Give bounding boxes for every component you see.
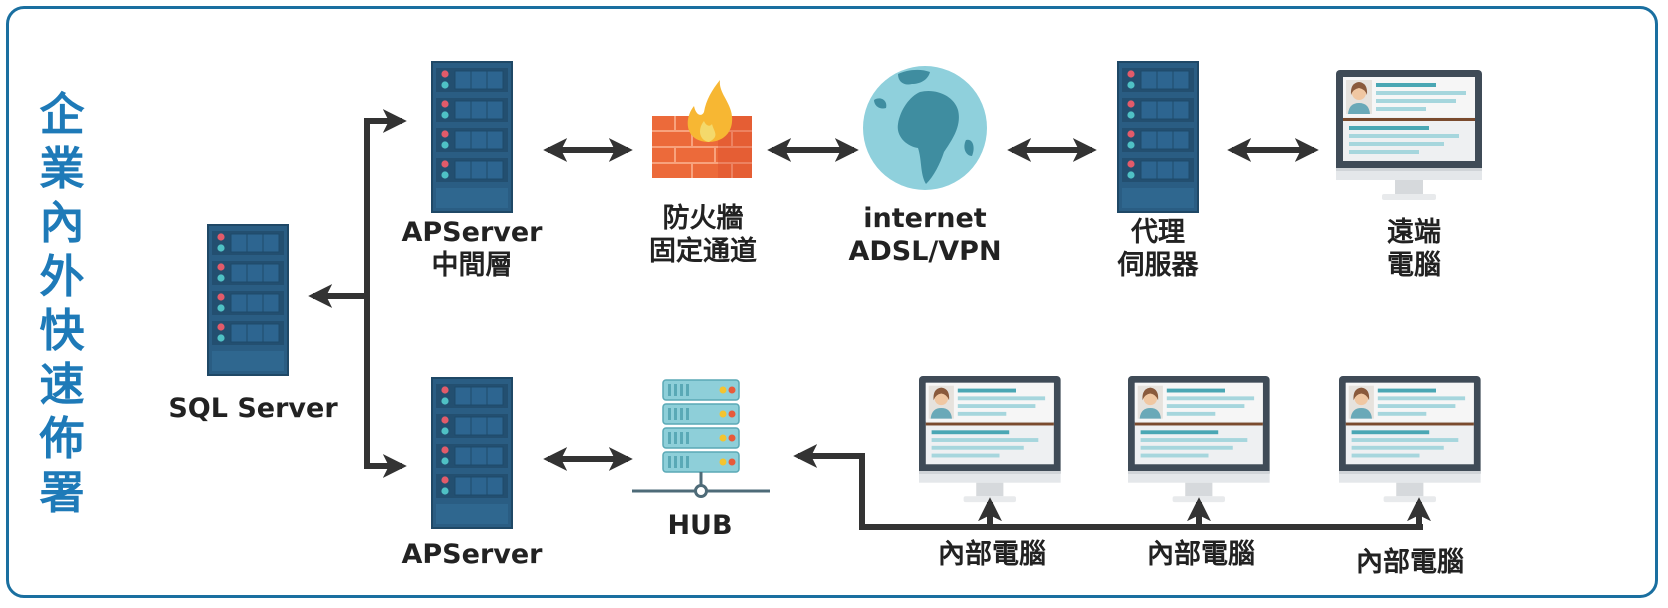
hub-label: HUB	[640, 509, 760, 542]
internal-pc-3-label-line1: 內部電腦	[1356, 547, 1464, 578]
title-char: 業	[39, 142, 85, 195]
internet-label-line2: ADSL/VPN	[848, 236, 1002, 267]
firewall-label-line2: 固定通道	[649, 236, 757, 267]
hub-label-line1: HUB	[667, 510, 733, 541]
title-char: 內	[39, 196, 85, 249]
sql-server-label: SQL Server	[168, 392, 338, 425]
internet-label-line1: internet	[863, 203, 987, 234]
apserver-middle-icon	[431, 61, 513, 213]
title-char: 外	[39, 250, 85, 303]
firewall-label-line1: 防火牆	[662, 203, 744, 234]
firewall-icon	[652, 80, 752, 178]
lan-to-hub-arrow	[793, 444, 865, 527]
internal-pc-3-label: 內部電腦	[1330, 546, 1490, 579]
internal-pc-3-icon	[1339, 376, 1481, 503]
remote-pc-icon	[1336, 70, 1482, 200]
globe-icon	[863, 66, 987, 190]
internal-pc-1-label-line1: 內部電腦	[938, 539, 1046, 570]
sql-server-label-line1: SQL Server	[168, 393, 338, 424]
proxy-label-line2: 伺服器	[1117, 250, 1199, 281]
proxy-server-icon	[1117, 61, 1199, 213]
internet-label: internet ADSL/VPN	[835, 202, 1015, 268]
hub-icon	[632, 379, 770, 498]
apserver-middle-label: APServer 中間層	[392, 216, 552, 282]
proxy-label: 代理 伺服器	[1088, 216, 1228, 282]
title-char: 速	[39, 358, 85, 411]
title-char: 快	[39, 304, 85, 357]
diagram-frame	[6, 6, 1658, 598]
apserver-label-line1: APServer	[401, 539, 543, 570]
title-char: 署	[39, 466, 85, 519]
internal-pc-2-icon	[1128, 376, 1270, 503]
remote-pc-label-line1: 遠端	[1387, 217, 1441, 248]
internal-pc-1-label: 內部電腦	[912, 538, 1072, 571]
title-char: 企	[39, 88, 85, 141]
remote-pc-label-line2: 電腦	[1387, 250, 1441, 281]
apserver-middle-label-line2: 中間層	[431, 250, 513, 281]
firewall-label: 防火牆 固定通道	[628, 202, 778, 268]
remote-pc-label: 遠端 電腦	[1344, 216, 1484, 282]
apserver-label: APServer	[392, 538, 552, 571]
internal-pc-2-label-line1: 內部電腦	[1147, 539, 1255, 570]
title-char: 佈	[39, 412, 85, 465]
apserver-icon	[431, 377, 513, 529]
internal-pc-1-icon	[919, 376, 1061, 503]
sql-server-icon	[207, 224, 289, 376]
diagram-title: 企 業 內 外 快 速 佈 署	[34, 88, 90, 520]
internal-pc-2-label: 內部電腦	[1121, 538, 1281, 571]
proxy-label-line1: 代理	[1131, 217, 1185, 248]
apserver-middle-label-line1: APServer	[401, 217, 543, 248]
